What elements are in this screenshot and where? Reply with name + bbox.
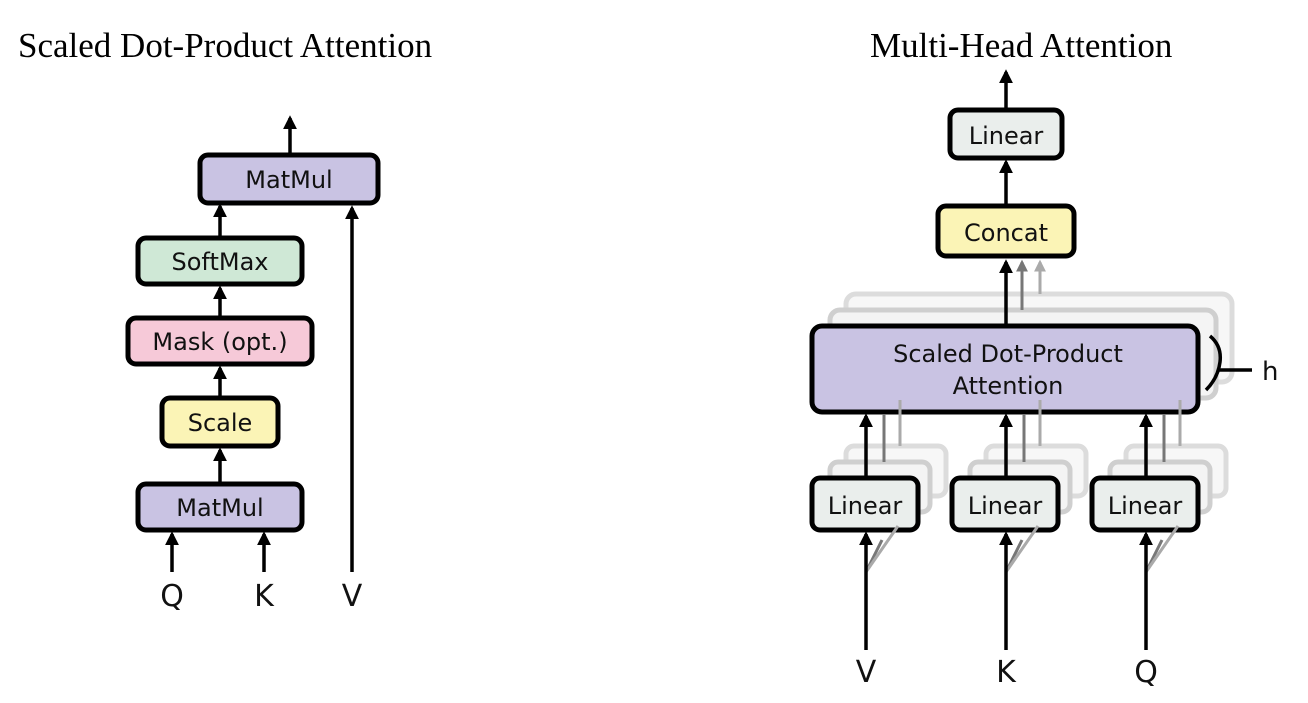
- mh-input-q-fan-3: [1144, 525, 1180, 573]
- softmax-label: SoftMax: [172, 248, 269, 276]
- matmul-bottom-box: [135, 481, 305, 533]
- multi-head-attention-diagram: Linear Concat Scaled Dot-Product Attenti…: [809, 69, 1278, 690]
- matmul-top-box: [197, 152, 381, 206]
- mh-linear-k-box: [949, 475, 1061, 533]
- mh-input-v-label: V: [856, 655, 877, 690]
- input-k-label: K: [254, 579, 275, 614]
- mh-attention-label-line1: Scaled Dot-Product: [893, 340, 1123, 368]
- mask-label: Mask (opt.): [152, 328, 287, 356]
- mh-concat-box: [935, 203, 1077, 259]
- softmax-box: [135, 235, 305, 287]
- mh-linear-out-label: Linear: [969, 122, 1044, 150]
- mh-input-k-label: K: [996, 655, 1017, 690]
- input-q-label: Q: [160, 579, 184, 614]
- mh-input-v-fan-3: [864, 525, 900, 573]
- left-diagram-title: Scaled Dot-Product Attention: [18, 26, 433, 65]
- mh-linear-q-label: Linear: [1108, 492, 1183, 520]
- mh-heads-brace: [1204, 334, 1223, 392]
- mh-linear-v-box: [809, 475, 921, 533]
- mh-input-k-fan-3: [1004, 525, 1040, 573]
- mh-heads-label: h: [1262, 357, 1278, 387]
- input-v-label: V: [342, 579, 363, 614]
- mh-linear-k-label: Linear: [968, 492, 1043, 520]
- scaled-dot-product-diagram: MatMul SoftMax Mask (opt.) Scale MatMul …: [125, 115, 381, 614]
- mh-concat-label: Concat: [964, 219, 1048, 247]
- mh-linear-v-label: Linear: [828, 492, 903, 520]
- matmul-bottom-label: MatMul: [176, 494, 263, 522]
- mask-box: [125, 315, 315, 367]
- scale-box: [159, 395, 281, 449]
- mh-linear-out-box: [947, 107, 1065, 161]
- mh-attention-label-line2: Attention: [953, 372, 1064, 400]
- mh-linear-q-box: [1089, 475, 1201, 533]
- mh-input-q-label: Q: [1134, 655, 1158, 690]
- right-diagram-title: Multi-Head Attention: [870, 26, 1173, 65]
- scale-label: Scale: [188, 409, 253, 437]
- mh-attention-box: [809, 323, 1201, 415]
- matmul-top-label: MatMul: [245, 166, 332, 194]
